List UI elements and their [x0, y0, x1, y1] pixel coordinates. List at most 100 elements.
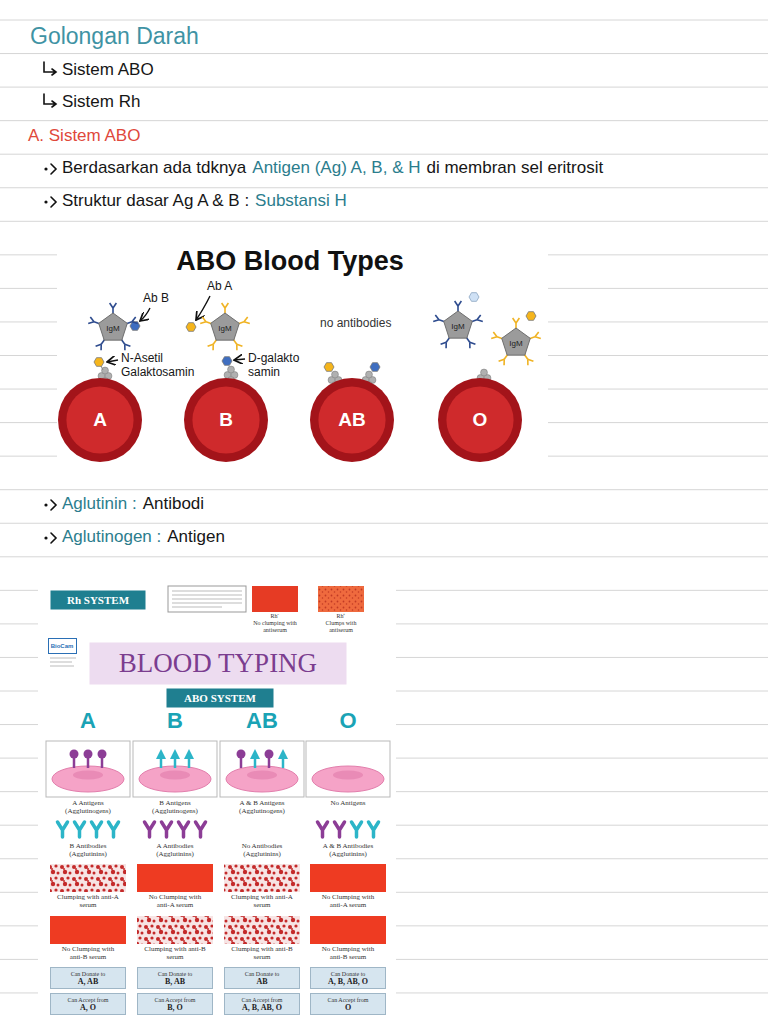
node-text: A, B, AB, O	[328, 977, 368, 986]
node-text: Can Accept from	[328, 997, 369, 1003]
test-caption: Clumping with anti-A serum	[57, 894, 119, 909]
test-caption: No Clumping with anti-A serum	[144, 894, 206, 909]
rh-negative-sample	[252, 586, 298, 612]
figure-label: no antibodies	[320, 316, 391, 330]
red-blood-cell: AB	[310, 378, 394, 462]
test-caption: No Clumping with anti-B serum	[57, 946, 119, 961]
donate-box: Can Donate toB, AB	[137, 967, 213, 989]
donate-box: Can Donate toA, AB	[50, 967, 126, 989]
node-text: B	[219, 409, 233, 431]
section-heading: A. Sistem ABO	[28, 126, 140, 146]
node-text: A	[93, 409, 107, 431]
node-text: A, O	[80, 1003, 96, 1012]
test-caption: No Clumping with anti-A serum	[317, 894, 379, 909]
node-text: Can Accept from	[242, 997, 283, 1003]
ruled-line	[0, 489, 768, 490]
test-caption: No Clumping with anti-B serum	[317, 946, 379, 961]
note-term: Aglutinin :	[62, 494, 137, 514]
ruled-line	[0, 556, 768, 557]
ruled-line	[0, 154, 768, 155]
node-text: AB	[256, 977, 267, 986]
section-banner: ABO SYSTEM	[166, 688, 274, 708]
igm-antibody: IgM	[443, 311, 473, 341]
antigen-caption: No Antigens	[317, 800, 379, 808]
node-text: Can Accept from	[68, 997, 109, 1003]
node-text: ABO SYSTEM	[184, 692, 256, 704]
ruled-line	[0, 120, 768, 121]
node-text: IgM	[106, 324, 119, 333]
node-text: A, AB	[78, 977, 98, 986]
node-text: Can Donate to	[245, 971, 280, 977]
blood-type-letter: O	[339, 708, 356, 734]
abo-illustration	[88, 293, 541, 389]
donate-box: Can Donate toAB	[224, 967, 300, 989]
title-banner: BLOOD TYPING	[89, 642, 347, 685]
node-text: O	[473, 409, 488, 431]
note-term: Substansi H	[255, 191, 347, 211]
antigen-caption: B Antigens (Agglutinogens)	[144, 800, 206, 815]
blood-typing-art	[46, 741, 390, 944]
ruled-line	[0, 221, 768, 222]
igm-antibody: IgM	[501, 328, 531, 358]
subtopic: Sistem Rh	[62, 92, 140, 112]
node-text: Can Donate to	[331, 971, 366, 977]
igm-antibody: IgM	[210, 313, 240, 343]
node-text: B, AB	[165, 977, 185, 986]
node-text: AB	[338, 409, 365, 431]
node-text: O	[345, 1003, 351, 1012]
node-text: IgM	[509, 339, 522, 348]
antigen-caption: A & B Antigens (Agglutinogens)	[231, 800, 293, 815]
sample-caption: No clumping with antiserum	[248, 620, 302, 633]
annotation: Ab A	[207, 280, 232, 294]
figure-title: ABO Blood Types	[176, 246, 404, 277]
logo-box: BioCam	[48, 638, 77, 654]
node-text: Can Accept from	[155, 997, 196, 1003]
annotation: N-Asetil Galaktosamin	[121, 352, 206, 380]
sample-label: Rh⁺	[336, 613, 345, 620]
antigen-caption: A Antigens (Agglutinogens)	[57, 800, 119, 815]
antibody-caption: A Antibodies (Agglutinins)	[144, 843, 206, 858]
test-caption: Clumping with anti-A serum	[231, 894, 293, 909]
ruled-line	[0, 87, 768, 88]
accept-box: Can Accept fromO	[310, 993, 386, 1015]
test-caption: Clumping with anti-B serum	[231, 946, 293, 961]
section-banner: Rh SYSTEM	[50, 590, 146, 610]
blood-type-letter: B	[167, 708, 183, 734]
ruled-line	[0, 20, 768, 21]
node-text: BLOOD TYPING	[119, 648, 317, 679]
donate-box: Can Donate toA, B, AB, O	[310, 967, 386, 989]
page-title: Golongan Darah	[30, 23, 199, 50]
note-term: Aglutinogen :	[62, 527, 161, 547]
node-text: IgM	[218, 324, 231, 333]
blood-type-letter: A	[80, 708, 96, 734]
rh-info-box	[168, 586, 246, 612]
ruled-line	[0, 523, 768, 524]
note-text: Antibodi	[143, 494, 204, 514]
red-blood-cell: A	[58, 378, 142, 462]
ruled-line	[0, 53, 768, 54]
note-text: Berdasarkan ada tdknya	[62, 158, 246, 178]
node-text: B, O	[167, 1003, 183, 1012]
node-text: Can Donate to	[71, 971, 106, 977]
note-text: Struktur dasar Ag A & B :	[62, 191, 249, 211]
accept-box: Can Accept fromA, B, AB, O	[224, 993, 300, 1015]
antibody-caption: A & B Antibodies (Agglutinins)	[317, 843, 379, 858]
blood-type-letter: AB	[246, 708, 278, 734]
rh-positive-sample	[318, 586, 364, 612]
note-text: di membran sel eritrosit	[427, 158, 604, 178]
test-caption: Clumping with anti-B serum	[144, 946, 206, 961]
node-text: Rh SYSTEM	[67, 594, 129, 606]
antibody-caption: B Antibodies (Agglutinins)	[57, 843, 119, 858]
red-blood-cell: B	[184, 378, 268, 462]
rh-info-lines	[172, 591, 242, 607]
accept-box: Can Accept fromA, O	[50, 993, 126, 1015]
sample-label: Rh⁻	[270, 613, 279, 620]
node-text: A, B, AB, O	[242, 1003, 282, 1012]
image-frame	[57, 244, 548, 468]
sample-caption: Clumps with antiserum	[314, 620, 368, 633]
node-text: IgM	[451, 322, 464, 331]
ruled-line	[0, 187, 768, 188]
note-term: Antigen (Ag) A, B, & H	[252, 158, 420, 178]
annotation: D-galakto samin	[248, 352, 310, 380]
